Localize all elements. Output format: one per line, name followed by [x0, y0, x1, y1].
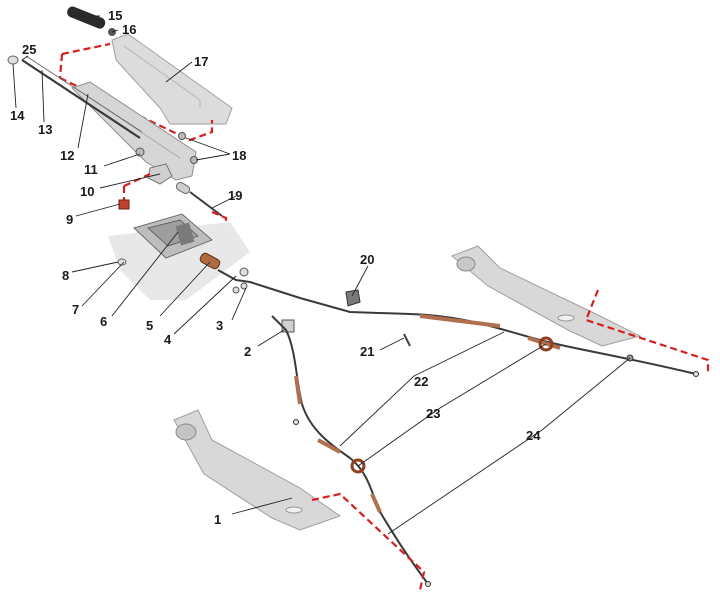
right-trailing-arm [451, 245, 642, 347]
rear-cable-left [271, 315, 431, 587]
release-button [7, 55, 19, 65]
callout-24: 24 [526, 428, 541, 443]
callout-10: 10 [80, 184, 94, 199]
floor-panel-shading [108, 222, 250, 300]
left-arm-dashed-outline [311, 492, 426, 591]
left-trailing-arm [173, 409, 342, 531]
bolt [403, 333, 411, 347]
callout-2: 2 [244, 344, 251, 359]
front-cable [217, 267, 411, 315]
callout-22: 22 [414, 374, 428, 389]
callout-7: 7 [72, 302, 79, 317]
callout-4: 4 [164, 332, 172, 347]
pivot-bolts [135, 132, 198, 164]
callout-19: 19 [228, 188, 242, 203]
equalizer [199, 252, 221, 270]
callout-6: 6 [100, 314, 107, 329]
clip [118, 199, 130, 210]
cable-clamp [345, 289, 361, 307]
mounting-plate [133, 213, 213, 259]
callout-3: 3 [216, 318, 223, 333]
callout-labels: 1 2 3 4 5 6 7 8 9 10 11 12 13 14 15 16 1… [10, 8, 541, 527]
leader-lines [12, 15, 631, 535]
callout-14: 14 [10, 108, 25, 123]
rear-cable-right [409, 313, 699, 377]
callout-18: 18 [232, 148, 246, 163]
lever-cover [111, 33, 233, 125]
callout-16: 16 [122, 22, 136, 37]
callout-13: 13 [38, 122, 52, 137]
callout-12: 12 [60, 148, 74, 163]
adjuster-rod [175, 182, 223, 217]
callout-20: 20 [360, 252, 374, 267]
callout-17: 17 [194, 54, 208, 69]
callout-21: 21 [360, 344, 374, 359]
callout-5: 5 [146, 318, 153, 333]
callout-9: 9 [66, 212, 73, 227]
callout-11: 11 [84, 162, 98, 177]
callout-23: 23 [426, 406, 440, 421]
callout-25: 25 [22, 42, 36, 57]
right-arm-dashed-outline [584, 289, 710, 372]
callout-8: 8 [62, 268, 69, 283]
callout-1: 1 [214, 512, 221, 527]
callout-15: 15 [108, 8, 122, 23]
